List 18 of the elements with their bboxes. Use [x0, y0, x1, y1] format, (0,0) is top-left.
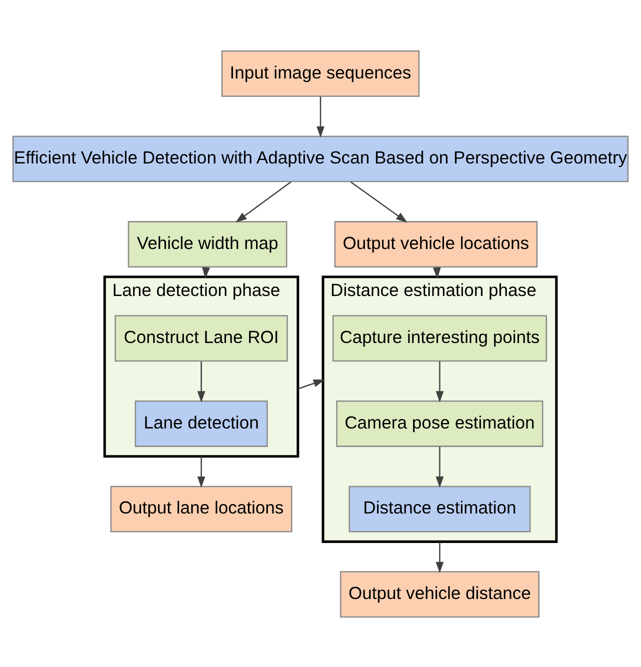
- node-box: Lane detection: [134, 400, 268, 446]
- arrow: [436, 541, 444, 573]
- node-box: Output lane locations: [110, 485, 292, 532]
- arrow: [298, 379, 325, 389]
- node-box: Capture interesting points: [332, 314, 547, 362]
- node-box: Construct Lane ROI: [114, 314, 288, 362]
- arrow: [350, 180, 408, 222]
- arrow: [197, 360, 206, 402]
- node-box: Efficient Vehicle Detection with Adaptive Scan Based on Perspective Geometry: [12, 135, 629, 182]
- arrow: [316, 96, 324, 138]
- arrow: [197, 456, 206, 488]
- node-box: Output vehicle distance: [340, 570, 540, 618]
- arrow: [436, 446, 444, 488]
- node-box: Distance estimation: [348, 485, 531, 532]
- node-box: Input image sequences: [221, 50, 420, 96]
- arrow: [236, 180, 292, 222]
- arrow: [436, 360, 444, 402]
- node-box: Camera pose estimation: [336, 400, 544, 446]
